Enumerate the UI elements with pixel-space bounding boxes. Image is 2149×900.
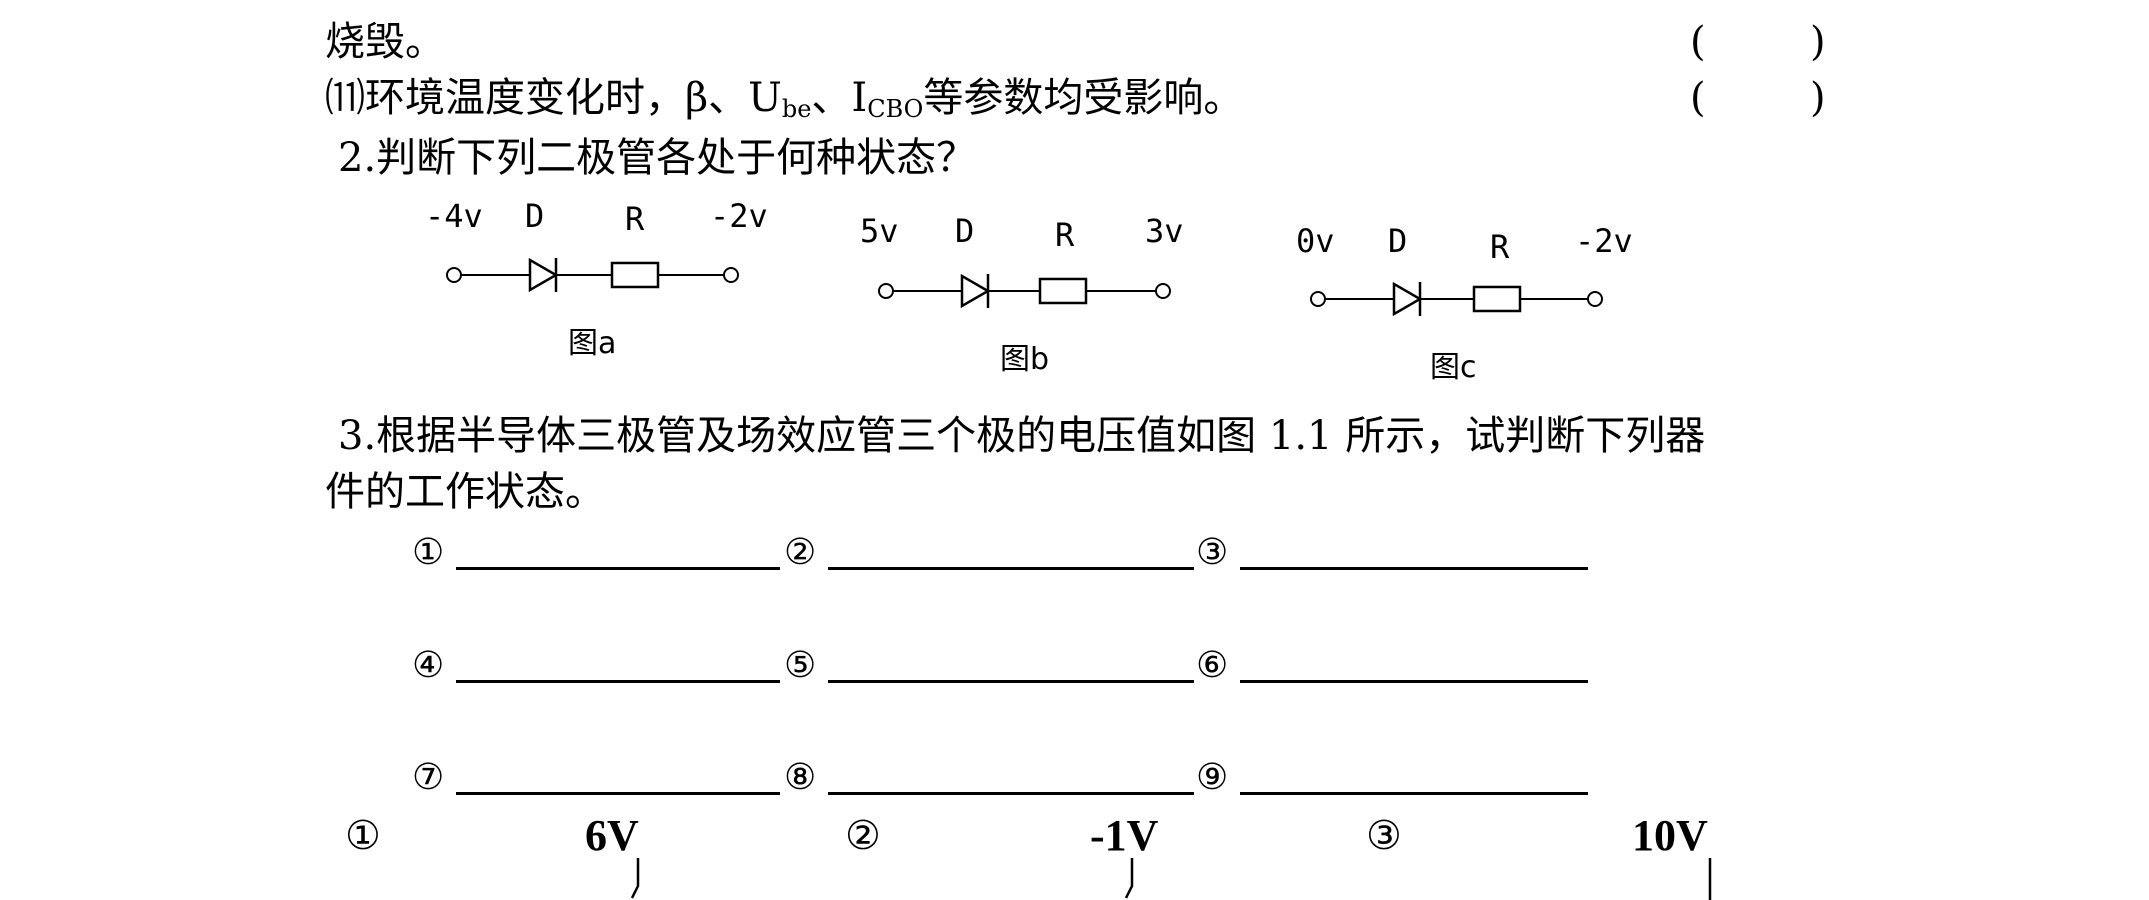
- item-11-sub-be: be: [781, 95, 812, 123]
- circuit-b-caption: 图b: [1000, 342, 1050, 377]
- answer-blank-4[interactable]: [456, 680, 780, 683]
- circuit-b-resistor-icon: [1038, 277, 1088, 305]
- answer-label-7: ⑦: [412, 757, 445, 798]
- fig-item-2-lead: [1124, 858, 1134, 899]
- fig-item-2-number: ②: [845, 813, 881, 859]
- paren-close-2: ): [1810, 75, 1826, 121]
- answer-blank-5[interactable]: [828, 680, 1194, 683]
- item-11-suffix: 等参数均受影响。: [923, 75, 1244, 121]
- answer-blank-3[interactable]: [1240, 567, 1588, 570]
- circuit-b-diode-label: D: [955, 212, 975, 250]
- answer-label-6: ⑥: [1196, 645, 1229, 686]
- circuit-c-diode-icon: [1392, 281, 1423, 317]
- fig-item-3-lead: [1708, 858, 1712, 900]
- circuit-a-right-terminal: [723, 267, 739, 283]
- circuit-a-resistor-label: R: [625, 200, 645, 238]
- answer-label-9: ⑨: [1196, 757, 1229, 798]
- answer-blank-7[interactable]: [456, 792, 780, 795]
- fig-item-1-voltage: 6V: [585, 811, 639, 860]
- answer-label-5: ⑤: [784, 645, 817, 686]
- item-11: ⑾环境温度变化时，β、Ube、ICBO等参数均受影响。: [325, 74, 1243, 133]
- fig-item-3-voltage: 10V: [1632, 811, 1708, 860]
- answer-blank-1[interactable]: [456, 567, 780, 570]
- circuit-c-resistor-label: R: [1490, 228, 1510, 266]
- paren-open-1: (: [1690, 19, 1706, 65]
- circuit-c-caption: 图c: [1430, 350, 1477, 385]
- circuit-c-resistor-icon: [1472, 285, 1522, 313]
- circuit-c-diagram: [1310, 281, 1603, 317]
- circuit-b-left-voltage: 5v: [860, 212, 899, 250]
- answer-blank-8[interactable]: [828, 792, 1194, 795]
- fig-item-3-number: ③: [1366, 813, 1402, 859]
- q3-title-line2: 件的工作状态。: [325, 469, 605, 515]
- fig-item-2-voltage: -1V: [1090, 811, 1159, 860]
- circuit-a-caption: 图a: [568, 326, 617, 361]
- circuit-b-diagram: [878, 273, 1171, 309]
- answer-label-1: ①: [412, 532, 445, 573]
- circuit-a-right-voltage: -2v: [710, 197, 768, 235]
- circuit-a-resistor-icon: [610, 261, 660, 289]
- answer-blank-9[interactable]: [1240, 792, 1588, 795]
- circuit-b-left-terminal: [878, 283, 894, 299]
- q3-title-line1: 3.根据半导体三极管及场效应管三个极的电压值如图 1.1 所示，试判断下列器: [338, 413, 1706, 459]
- q2-title: 2.判断下列二极管各处于何种状态？: [338, 135, 977, 181]
- answer-blank-2[interactable]: [828, 567, 1194, 570]
- circuit-b-diode-icon: [960, 273, 991, 309]
- circuit-c-left-terminal: [1310, 291, 1326, 307]
- paren-close-1: ): [1810, 19, 1826, 65]
- item-11-mid: 、I: [811, 75, 868, 121]
- circuit-a-diode-icon: [528, 257, 559, 293]
- circuit-a-diagram: [446, 257, 739, 293]
- circuit-b-right-terminal: [1155, 283, 1171, 299]
- answer-label-2: ②: [784, 532, 817, 573]
- circuit-a-diode-label: D: [525, 197, 545, 235]
- answer-label-4: ④: [412, 645, 445, 686]
- fig-item-1-number: ①: [345, 813, 381, 859]
- circuit-a-left-terminal: [446, 267, 462, 283]
- line-burn: 烧毁。: [325, 19, 445, 65]
- answer-blank-6[interactable]: [1240, 680, 1588, 683]
- paren-open-2: (: [1690, 75, 1706, 121]
- circuit-b-resistor-label: R: [1055, 216, 1075, 254]
- circuit-b-right-voltage: 3v: [1145, 212, 1184, 250]
- answer-label-3: ③: [1196, 532, 1229, 573]
- fig-item-1-lead: [630, 858, 640, 899]
- circuit-c-diode-label: D: [1388, 222, 1408, 260]
- answer-label-8: ⑧: [784, 757, 817, 798]
- circuit-c-left-voltage: 0v: [1296, 222, 1335, 260]
- item-11-prefix: ⑾环境温度变化时，β、U: [325, 75, 782, 121]
- circuit-a-left-voltage: -4v: [425, 197, 483, 235]
- circuit-c-right-terminal: [1587, 291, 1603, 307]
- circuit-c-right-voltage: -2v: [1575, 222, 1633, 260]
- item-11-sub-cbo: CBO: [867, 95, 924, 123]
